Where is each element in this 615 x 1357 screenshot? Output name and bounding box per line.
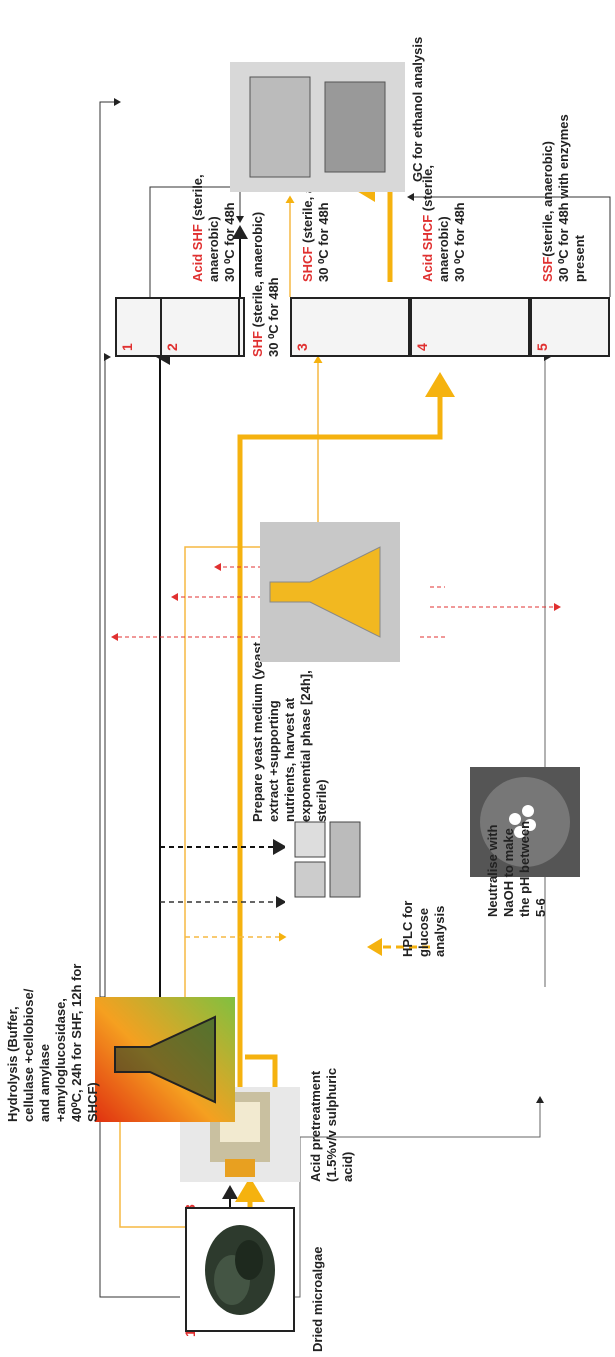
gc-instrument-icon [230,62,405,192]
fermenter-4-temp: 30 ⁰C for 48h [452,202,467,282]
dried-microalgae-label: Dried microalgae [310,1152,326,1352]
gc-image [230,62,405,192]
acid-pretreatment-label: Acid pretreatment (1.5%v/v sulphuric aci… [308,1052,356,1182]
fermenter-1-label: SHF (sterile, anaerobic) 30 ⁰C for 48h [250,187,282,357]
fermenter-3: 3 [290,297,410,357]
flask-icon [95,997,235,1122]
hydrolysis-flask-image [95,997,235,1122]
fermenter-5-number: 5 [534,343,550,351]
fermenter-5-temp: 30 ⁰C for 48h with enzymes present [556,114,587,282]
f4-to-gc [355,187,390,282]
neutralise-label: Neutralise with NaOH to make the pH betw… [485,807,549,917]
route1-to-hydrolysis [100,1107,110,1297]
fermenter-3-name: SHCF [300,247,315,282]
fermenter-1-number: 1 [119,343,135,351]
fermenter-5-name: SSF [540,257,555,282]
yeast-flask-image [260,522,400,662]
fermenter-5-condition: (sterile, anaerobic) [540,141,555,257]
hplc-image [285,812,370,907]
yeast-flask-icon [260,522,400,662]
gc-label: GC for ethanol analysis [410,12,426,182]
fermenter-3-number: 3 [294,343,310,351]
dried-microalgae-image [185,1207,295,1332]
fermenter-3-temp: 30 ⁰C for 48h [316,202,331,282]
hplc-label: HPLC for glucose analysis [400,857,448,957]
fermenter-4-label: Acid SHCF (sterile, anaerobic) 30 ⁰C for… [420,112,468,282]
route4b-arrow [245,1057,275,1087]
fermenter-1-condition: (sterile, anaerobic) [250,212,265,331]
fermenter-2-temp: 30 ⁰C for 48h [222,202,237,282]
fermenter-1-name: SHF [250,331,265,357]
fermenter-5-label: SSF(sterile, anaerobic) 30 ⁰C for 48h wi… [540,112,588,282]
fermenter-1-temp: 30 ⁰C for 48h [266,277,281,357]
fermenter-2-number: 2 [164,343,180,351]
hplc-instrument-icon [285,812,370,907]
hyd-to-f2 [158,357,160,997]
fermenter-2: 2 [160,297,240,357]
fermenter-4-name: Acid SHCF [420,215,435,282]
fermenter-2-name: Acid SHF [190,224,205,282]
fermenter-5: 5 [530,297,610,357]
hydrolysis-label: Hydrolysis (Buffer, cellulase +cellobios… [5,962,101,1122]
fermenter-4-number: 4 [414,343,430,351]
fermenter-4: 4 [410,297,530,357]
algae-powder-icon [187,1209,293,1330]
prepare-yeast-label: Prepare yeast medium (yeast extract +sup… [250,642,330,822]
hyd-to-f1 [100,357,110,997]
